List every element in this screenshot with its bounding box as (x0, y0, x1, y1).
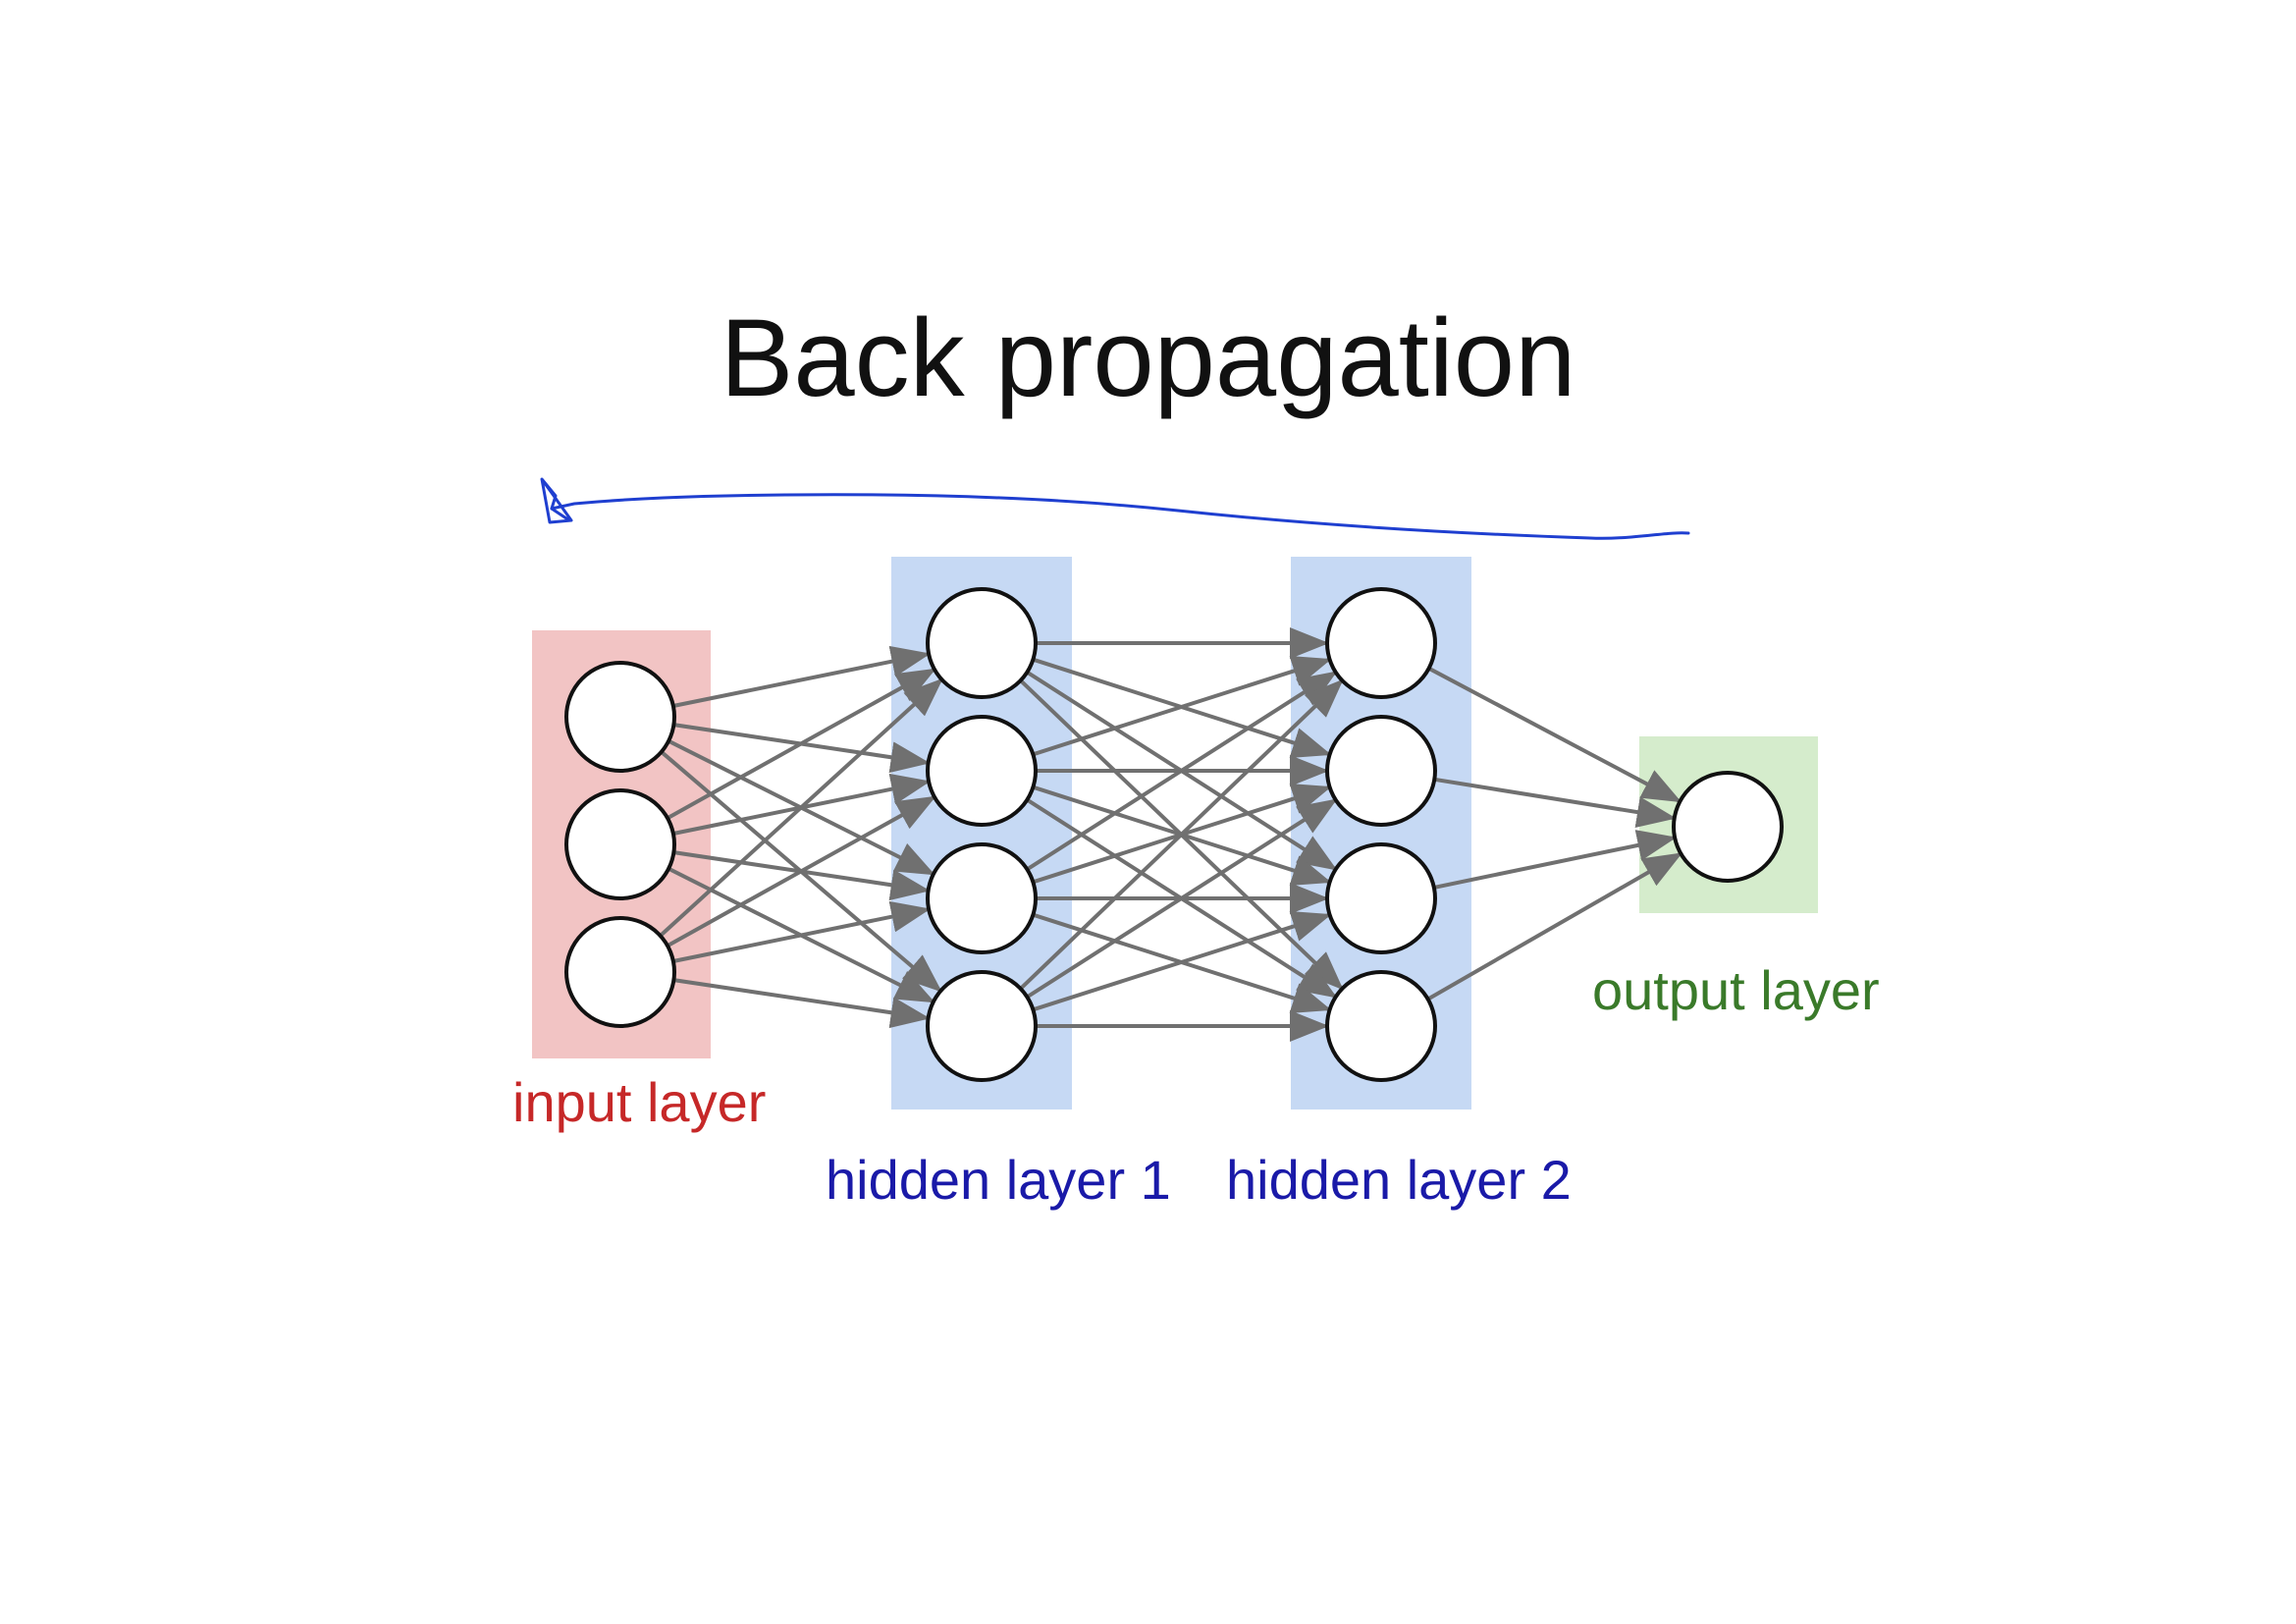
output-neuron-1 (1672, 771, 1784, 883)
annotation-stroke (550, 493, 1690, 540)
connection-hidden-1-4-to-hidden-2-3 (1032, 911, 1332, 1012)
connections (659, 627, 1683, 1042)
hidden-1-neuron-4 (926, 970, 1038, 1082)
connection-input-3-to-hidden-1-4 (673, 978, 931, 1029)
connection-hidden-2-1-to-output-1 (1427, 666, 1682, 803)
hidden-1-neuron-1 (926, 587, 1038, 699)
input-neuron-1 (564, 661, 676, 773)
connection-hidden-1-3-to-hidden-2-1 (1026, 671, 1338, 872)
hidden-2-neuron-4 (1325, 970, 1437, 1082)
slide-title: Back propagation (720, 297, 1576, 419)
hidden-2-neuron-3 (1325, 842, 1437, 954)
neurons (564, 587, 1784, 1082)
connection-input-3-to-hidden-1-1 (659, 677, 943, 938)
input-neuron-2 (564, 788, 676, 900)
connection-input-1-to-hidden-1-1 (672, 645, 932, 708)
annotation-arrowhead (540, 477, 573, 524)
connection-input-2-to-hidden-1-1 (667, 668, 936, 820)
connection-hidden-1-2-to-hidden-2-1 (1032, 656, 1332, 757)
hidden-1-neuron-3 (926, 842, 1038, 954)
backprop-arrow-annotation (540, 477, 1690, 540)
connection-hidden-1-4-to-hidden-2-2 (1026, 798, 1338, 1000)
connection-hidden-2-4-to-output-1 (1426, 852, 1683, 1001)
connection-input-3-to-hidden-1-3 (672, 900, 932, 963)
hidden-layer-2-label: hidden layer 2 (1226, 1149, 1572, 1211)
connection-hidden-1-4-to-hidden-2-1 (1019, 678, 1344, 991)
connection-input-3-to-hidden-1-2 (667, 795, 936, 947)
hidden-2-neuron-2 (1325, 715, 1437, 827)
connection-hidden-2-2-to-output-1 (1433, 777, 1677, 828)
output-layer-label: output layer (1592, 959, 1880, 1021)
hidden-layer-1-label: hidden layer 1 (826, 1149, 1171, 1211)
input-neuron-3 (564, 916, 676, 1028)
hidden-2-neuron-1 (1325, 587, 1437, 699)
input-layer-label: input layer (512, 1071, 766, 1133)
connection-hidden-2-3-to-output-1 (1433, 830, 1678, 890)
hidden-1-neuron-2 (926, 715, 1038, 827)
